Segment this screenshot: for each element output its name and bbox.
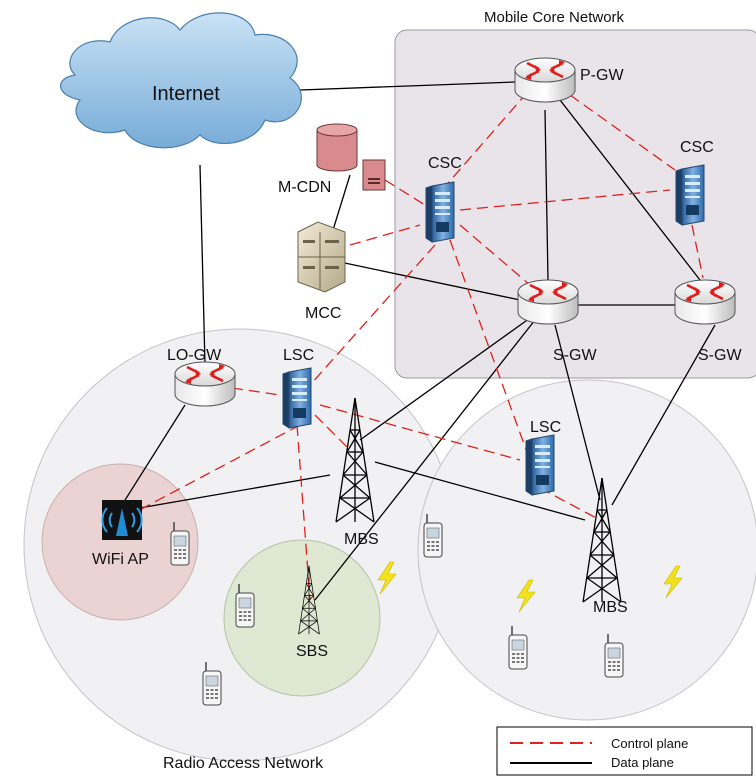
csc-server-icon (425, 181, 455, 243)
wifi-ap-label: WiFi AP (92, 551, 149, 568)
wifi-cell (41, 463, 199, 621)
internet-cloud (60, 12, 302, 149)
lsc-server-icon (525, 434, 555, 496)
mcc-server-icon (297, 221, 346, 293)
core-network-region (394, 29, 756, 379)
csc-server-icon (675, 164, 705, 226)
ran-label: Radio Access Network (163, 755, 324, 772)
sgw-router-icon (673, 278, 737, 326)
mcc-label: MCC (305, 305, 341, 322)
pgw-label: P-GW (580, 67, 624, 84)
pgw-router-icon (513, 56, 577, 104)
mcdn-server-icon (362, 159, 386, 191)
lsc-label-1: LSC (283, 347, 314, 364)
storage-cylinder-icon (316, 123, 358, 172)
lsc-server-icon (282, 367, 312, 429)
wifi-ap-icon (101, 500, 143, 540)
sbs-label: SBS (296, 643, 328, 660)
sgw-label-1: S-GW (553, 347, 597, 364)
lo-gw-router-icon (173, 360, 237, 408)
data-plane-links (119, 81, 716, 601)
sgw-label-2: S-GW (698, 347, 742, 364)
lo-gw-label: LO-GW (167, 347, 222, 364)
lsc-label-2: LSC (530, 419, 561, 436)
mcdn-label: M-CDN (278, 179, 331, 196)
internet-label: Internet (152, 83, 220, 105)
legend: Control plane Data plane (496, 726, 753, 776)
mbs-label-2: MBS (593, 599, 628, 616)
legend-data-label: Data plane (611, 755, 674, 770)
csc-label-2: CSC (680, 139, 714, 156)
legend-control-label: Control plane (611, 736, 688, 751)
small-cell (223, 539, 381, 697)
control-plane-links (129, 94, 704, 601)
core-network-label: Mobile Core Network (484, 9, 625, 26)
ran-right-region (417, 379, 756, 721)
sgw-router-icon (516, 278, 580, 326)
mbs-label-1: MBS (344, 531, 379, 548)
csc-label-1: CSC (428, 155, 462, 172)
